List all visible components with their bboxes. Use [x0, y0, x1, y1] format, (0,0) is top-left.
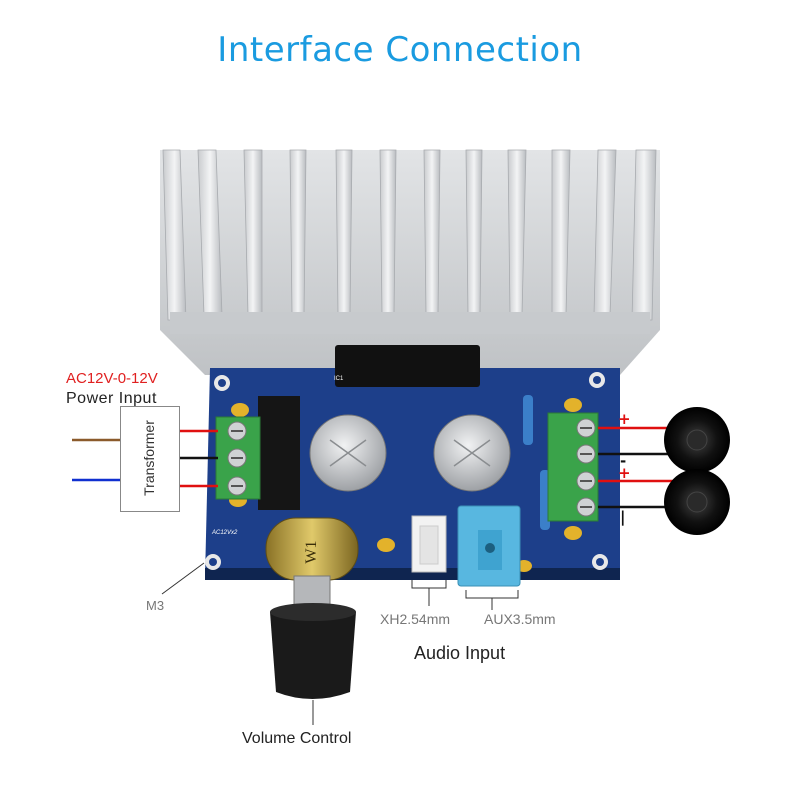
xh-connector-label: XH2.54mm — [380, 611, 451, 627]
aux-jack — [457, 505, 521, 587]
page-title: Interface Connection — [217, 30, 583, 70]
transformer: Transformer — [120, 406, 178, 510]
potentiometer: W1 — [265, 517, 359, 699]
m3-pointer — [161, 562, 205, 595]
speaker-2 — [664, 469, 730, 535]
aux-bracket — [465, 590, 519, 610]
power-input-label: Power Input — [66, 390, 157, 407]
heatsink — [160, 149, 660, 375]
speaker-1 — [664, 407, 730, 473]
power-terminal — [215, 416, 261, 500]
board-model-label: AC12Vx2 — [211, 530, 238, 536]
xh-bracket — [411, 580, 447, 606]
power-voltage-label: AC12V-0-12V — [66, 370, 158, 387]
aux-jack-label: AUX3.5mm — [484, 611, 556, 627]
ic-label: IC1 — [334, 376, 344, 382]
speaker1-plus-sign: + — [618, 410, 631, 428]
xh-connector — [411, 515, 447, 573]
speaker2-plus-sign: + — [618, 464, 631, 482]
volume-control-label: Volume Control — [242, 730, 352, 747]
potentiometer-label: W1 — [303, 540, 320, 563]
speaker2-minus-sign: | — [620, 508, 626, 526]
speaker1-minus-sign: - — [620, 452, 627, 470]
audio-input-label: Audio Input — [414, 643, 506, 663]
transformer-label: Transformer — [141, 420, 157, 496]
speaker-terminal — [547, 412, 599, 522]
transformer-box — [120, 406, 180, 512]
m3-label: M3 — [146, 598, 165, 613]
